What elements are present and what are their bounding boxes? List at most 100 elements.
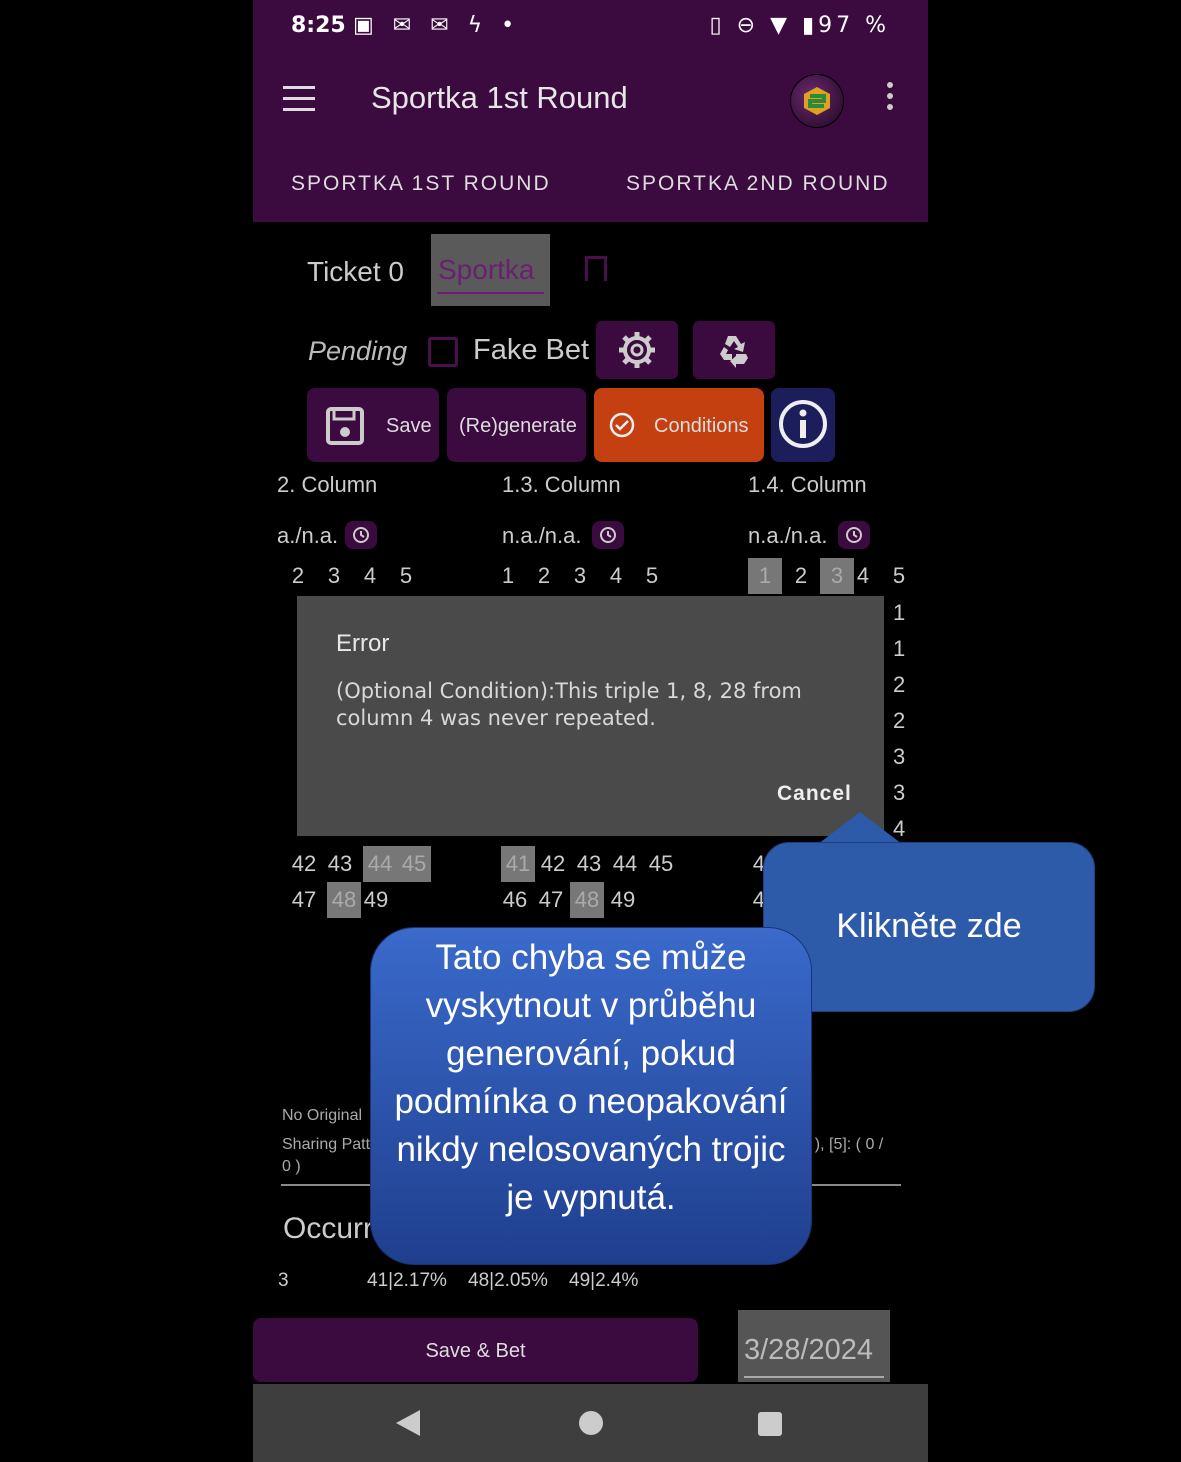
column-4-title: 1.4. Column	[748, 472, 867, 497]
tab-sportka-2nd-round[interactable]: SPORTKA 2ND ROUND	[626, 172, 890, 195]
number-cell-selected[interactable]: 41	[501, 846, 535, 882]
number-cell[interactable]: 4	[609, 563, 623, 588]
number-cell-selected[interactable]: 48	[570, 882, 604, 918]
fake-bet-checkbox[interactable]	[428, 337, 458, 367]
history-icon[interactable]	[592, 521, 624, 549]
number-cell[interactable]: 47	[538, 887, 564, 912]
back-icon[interactable]	[396, 1410, 420, 1436]
number-cell[interactable]: 4	[856, 563, 870, 588]
phone-screen: 8:25 ▣ ✉ ✉ ϟ • ▯ ⊖ ▼ ▮97 % Sportka 1st R…	[253, 0, 928, 1462]
edge-digit: 1	[893, 600, 906, 625]
status-time: 8:25	[291, 13, 346, 38]
sharing-pattern-label: Sharing Patt	[282, 1136, 371, 1153]
info-icon	[779, 400, 827, 448]
number-cell-selected[interactable]: 44	[363, 846, 397, 882]
number-cell[interactable]: 5	[399, 563, 413, 588]
check-circle-icon	[609, 412, 635, 438]
recents-icon[interactable]	[758, 1412, 782, 1436]
occurrence-heading: Occurr	[283, 1212, 373, 1245]
stat-41: 41|2.17%	[367, 1270, 447, 1291]
battery-icon: ▮	[801, 13, 819, 38]
settings-button[interactable]	[596, 321, 678, 379]
column-2-stats: a./n.a.	[277, 523, 339, 548]
save-and-bet-label: Save & Bet	[425, 1340, 526, 1362]
column-2-title: 2. Column	[277, 472, 378, 497]
app-logo-icon[interactable]	[790, 74, 844, 128]
number-cell[interactable]: 49	[610, 887, 636, 912]
number-cell[interactable]: 3	[573, 563, 587, 588]
number-cell[interactable]: 43	[576, 851, 602, 876]
number-cell[interactable]: 43	[327, 851, 353, 876]
ticket-name-input[interactable]: Sportka	[431, 234, 550, 306]
click-here-text: Klikněte zde	[836, 907, 1022, 945]
date-value: 3/28/2024	[744, 1334, 874, 1366]
edge-digit: 3	[893, 744, 906, 769]
battery-level: 97 %	[818, 13, 890, 38]
sharing-pattern-right: ) ), [5]: ( 0 /	[805, 1136, 884, 1153]
dialog-cancel-button[interactable]: Cancel	[777, 782, 852, 805]
edge-digit: 2	[893, 672, 906, 697]
regenerate-button[interactable]: (Re)generate	[447, 388, 586, 462]
number-cell[interactable]: 49	[363, 887, 389, 912]
number-cell[interactable]: 3	[327, 563, 341, 588]
number-cell[interactable]: 46	[502, 887, 528, 912]
click-here-callout: Klikněte zde	[763, 842, 1095, 1012]
number-cell[interactable]: 5	[892, 563, 906, 588]
conditions-button[interactable]: Conditions	[594, 388, 764, 462]
dnd-icon: ⊖	[736, 13, 760, 38]
number-cell[interactable]: 2	[291, 563, 305, 588]
number-cell-selected[interactable]: 45	[397, 846, 431, 882]
number-cell[interactable]: 2	[794, 563, 808, 588]
overflow-menu-icon[interactable]	[885, 82, 895, 116]
hamburger-menu-icon[interactable]	[283, 86, 315, 112]
sharing-pattern-cont: 0 )	[282, 1158, 301, 1175]
number-cell[interactable]: 5	[645, 563, 659, 588]
app-bar: Sportka 1st Round SPORTKA 1ST ROUND SPOR…	[253, 54, 928, 222]
recycle-button[interactable]	[693, 321, 775, 379]
callout-pointer	[818, 812, 902, 844]
navigation-bar	[253, 1384, 928, 1462]
number-cell[interactable]: 45	[648, 851, 674, 876]
number-cell[interactable]: 1	[501, 563, 515, 588]
stat-48: 48|2.05%	[468, 1270, 548, 1291]
pending-label: Pending	[308, 336, 408, 366]
error-dialog: Error (Optional Condition):This triple 1…	[297, 596, 884, 836]
number-cell[interactable]: 42	[540, 851, 566, 876]
floppy-disk-icon	[326, 407, 364, 445]
regenerate-button-label: (Re)generate	[459, 415, 577, 437]
number-cell-selected[interactable]: 3	[820, 558, 854, 594]
date-field[interactable]: 3/28/2024	[738, 1310, 890, 1382]
app-title: Sportka 1st Round	[371, 80, 628, 115]
gear-icon	[619, 332, 655, 368]
dialog-message: (Optional Condition):This triple 1, 8, 2…	[336, 679, 802, 730]
edge-digit: 2	[893, 708, 906, 733]
home-icon[interactable]	[579, 1411, 603, 1435]
occurrence-row-count: 3	[278, 1270, 289, 1291]
history-icon[interactable]	[345, 521, 377, 549]
bookmark-icon[interactable]	[585, 256, 607, 281]
fake-bet-label: Fake Bet	[473, 334, 590, 366]
notification-icons: ▣ ✉ ✉ ϟ •	[353, 13, 521, 38]
info-button[interactable]	[771, 388, 835, 462]
status-bar: 8:25 ▣ ✉ ✉ ϟ • ▯ ⊖ ▼ ▮97 %	[253, 0, 928, 54]
history-icon[interactable]	[838, 521, 870, 549]
save-button-label: Save	[386, 415, 432, 437]
number-cell-selected[interactable]: 1	[748, 558, 782, 594]
number-cell-selected[interactable]: 48	[327, 882, 361, 918]
number-cell[interactable]: 44	[612, 851, 638, 876]
number-cell[interactable]: 4	[363, 563, 377, 588]
number-cell[interactable]: 47	[291, 887, 317, 912]
number-cell[interactable]: 42	[291, 851, 317, 876]
wifi-icon: ▼	[770, 13, 791, 38]
save-and-bet-button[interactable]: Save & Bet	[253, 1318, 698, 1382]
explanation-callout: Tato chyba se může vyskytnout v průběhu …	[370, 927, 812, 1265]
dialog-title: Error	[336, 630, 390, 657]
vibrate-icon: ▯	[709, 13, 726, 38]
recycle-icon	[720, 336, 748, 368]
edge-digit: 1	[893, 636, 906, 661]
ticket-label: Ticket 0	[307, 256, 404, 287]
tab-sportka-1st-round[interactable]: SPORTKA 1ST ROUND	[291, 172, 551, 195]
no-original-label: No Original	[282, 1107, 363, 1124]
save-button[interactable]: Save	[307, 388, 439, 462]
number-cell[interactable]: 2	[537, 563, 551, 588]
